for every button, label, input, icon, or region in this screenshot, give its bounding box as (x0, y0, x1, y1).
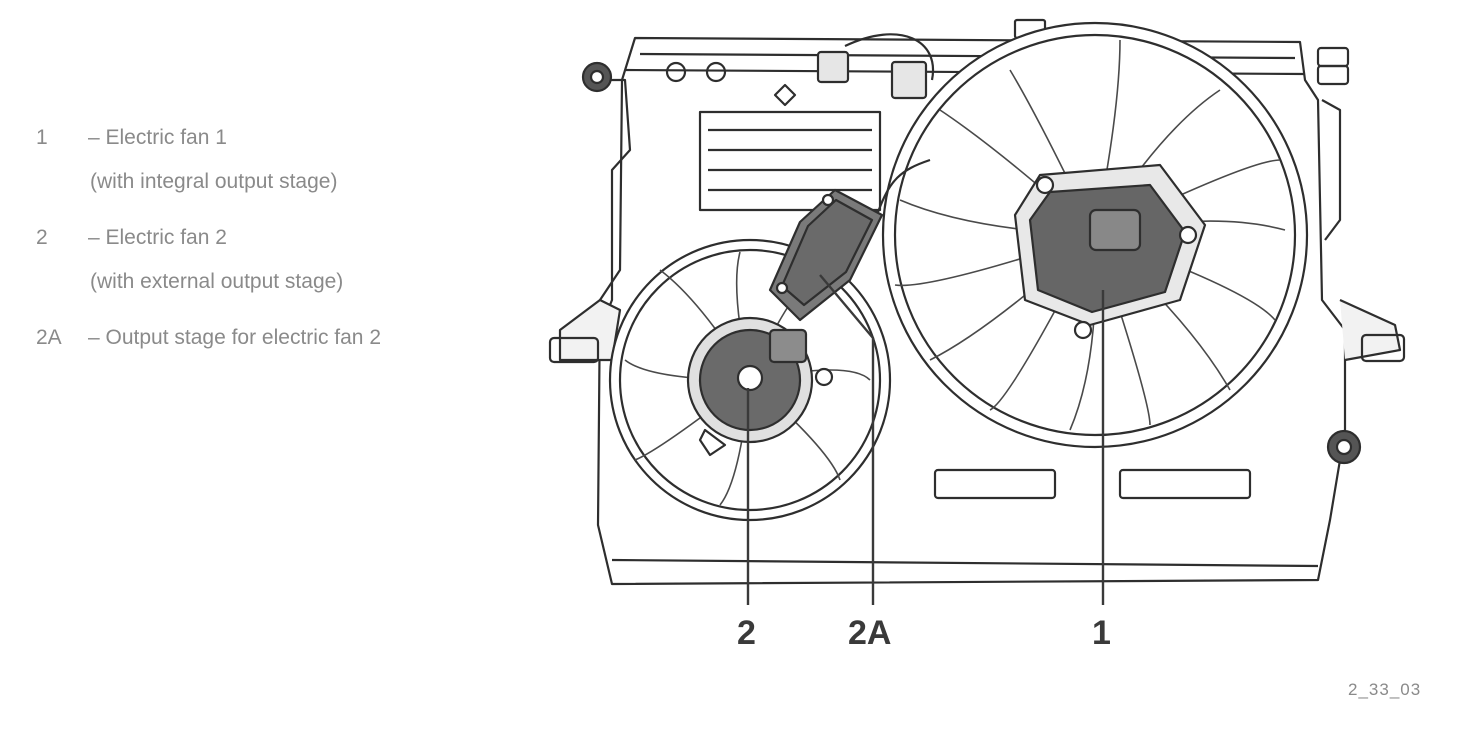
legend-item-1: 1 – Electric fan 1 (with integral output … (36, 126, 337, 193)
figure-code: 2_33_03 (1348, 680, 1422, 699)
legend-label: – Output stage for electric fan 2 (88, 326, 381, 349)
leader-lines (746, 274, 1105, 605)
legend-number: 2 (36, 226, 48, 249)
legend-label: – Electric fan 1 (88, 126, 227, 149)
fan-assembly-diagram (548, 18, 1406, 605)
electric-fan-2 (608, 238, 892, 522)
legend-label: – Electric fan 2 (88, 226, 227, 249)
callout-label-2: 2 (737, 614, 756, 652)
legend-number: 1 (36, 126, 48, 149)
legend-item-2: 2 – Electric fan 2 (with external output … (36, 226, 343, 293)
legend-sublabel: (with integral output stage) (90, 170, 338, 193)
electric-fan-1 (881, 21, 1309, 449)
legend-item-2a: 2A – Output stage for electric fan 2 (36, 326, 381, 350)
legend-number: 2A (36, 326, 62, 349)
callout-label-1: 1 (1092, 614, 1111, 652)
legend-sublabel: (with external output stage) (90, 270, 344, 293)
callout-label-2a: 2A (848, 614, 892, 652)
output-stage-2a (768, 158, 931, 322)
